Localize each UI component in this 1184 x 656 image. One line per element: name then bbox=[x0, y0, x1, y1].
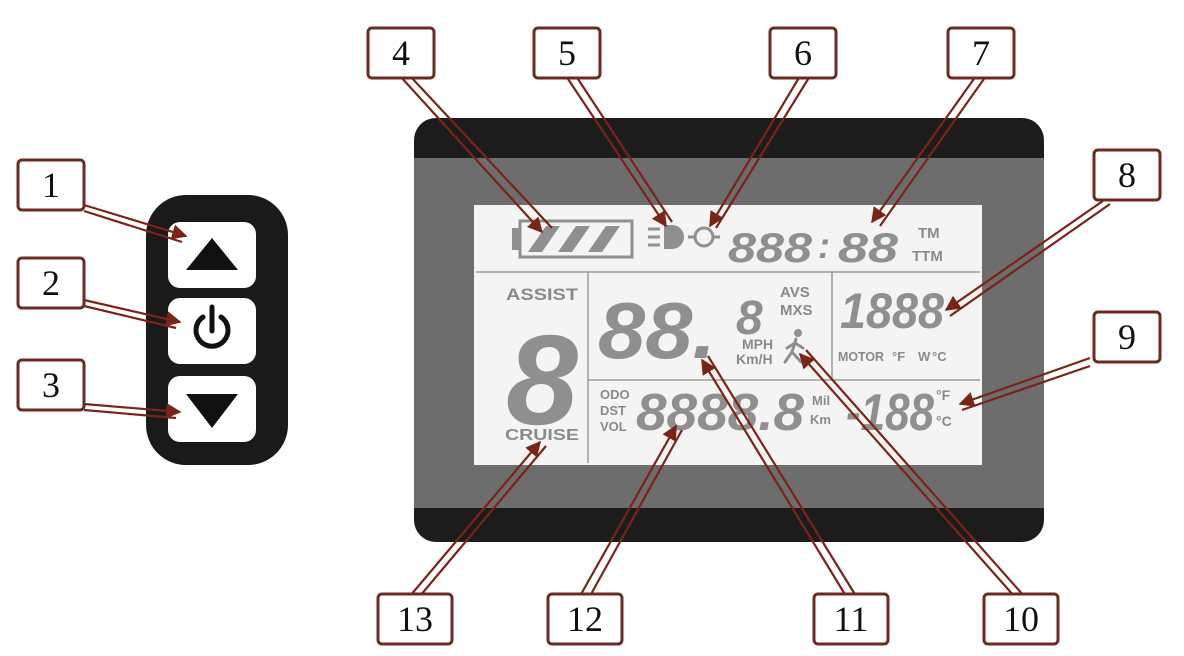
callout-labels: 1 2 3 4 5 6 7 8 bbox=[16, 26, 1162, 646]
callout-6: 6 bbox=[768, 26, 838, 80]
power-icon bbox=[193, 304, 231, 349]
fault-warning-icon bbox=[688, 226, 720, 248]
callout-11: 11 bbox=[812, 592, 890, 646]
callout-2: 2 bbox=[16, 256, 86, 310]
lcd-dividers bbox=[476, 271, 980, 463]
svg-text:11: 11 bbox=[834, 599, 869, 639]
button-controller bbox=[146, 195, 288, 465]
power-button[interactable] bbox=[168, 298, 256, 364]
svg-text:1: 1 bbox=[42, 165, 60, 205]
svg-text:12: 12 bbox=[567, 599, 603, 639]
callout-1: 1 bbox=[16, 158, 86, 212]
up-button[interactable] bbox=[168, 222, 256, 288]
power-watt-unit: W bbox=[918, 349, 931, 364]
callout-10: 10 bbox=[982, 592, 1060, 646]
speed-decimal-digit: 8 bbox=[736, 292, 763, 345]
km-label: Km bbox=[810, 412, 831, 427]
avs-label: AVS bbox=[780, 284, 810, 301]
lcd-display-unit: 888 : 88 TM TTM ASSIST 8 CRUISE 88. 8 AV… bbox=[414, 118, 1044, 542]
power-digits: 1888 bbox=[840, 283, 944, 339]
time-minutes-digits: 88 bbox=[838, 224, 899, 271]
speed-digits: 88. bbox=[598, 286, 716, 375]
walk-assist-icon bbox=[783, 329, 805, 364]
svg-text:10: 10 bbox=[1003, 599, 1039, 639]
assist-label: ASSIST bbox=[506, 285, 579, 304]
callout-4: 4 bbox=[366, 26, 436, 80]
triangle-down-icon bbox=[186, 394, 238, 428]
triangle-up-icon bbox=[186, 238, 238, 270]
kmh-label: Km/H bbox=[736, 351, 773, 367]
vol-label: VOL bbox=[600, 419, 627, 434]
headlight-icon bbox=[648, 225, 684, 249]
svg-text:5: 5 bbox=[558, 33, 576, 73]
svg-text:13: 13 bbox=[397, 599, 433, 639]
odo-label: ODO bbox=[600, 387, 630, 402]
lcd-screen bbox=[474, 205, 982, 465]
ttm-label: TTM bbox=[912, 248, 943, 265]
svg-text:6: 6 bbox=[794, 33, 812, 73]
time-hours-digits: 888 bbox=[728, 224, 813, 271]
callout-3: 3 bbox=[16, 358, 86, 412]
svg-text:2: 2 bbox=[42, 263, 60, 303]
callout-13: 13 bbox=[376, 592, 454, 646]
mph-label: MPH bbox=[742, 336, 773, 352]
battery-icon bbox=[512, 219, 634, 259]
temp-celsius-unit: °C bbox=[936, 413, 952, 429]
tm-label: TM bbox=[918, 225, 940, 242]
leader-lines bbox=[83, 75, 1111, 597]
power-fahrenheit-unit: °F bbox=[892, 349, 905, 364]
down-button[interactable] bbox=[168, 376, 256, 442]
callout-8: 8 bbox=[1092, 148, 1162, 202]
motor-label: MOTOR bbox=[838, 349, 885, 364]
mil-label: Mil bbox=[812, 393, 830, 408]
mxs-label: MXS bbox=[780, 302, 813, 319]
distance-digits: 8888.8 bbox=[636, 384, 804, 442]
svg-text:7: 7 bbox=[972, 33, 990, 73]
svg-text:3: 3 bbox=[42, 365, 60, 405]
time-colon: : bbox=[818, 225, 830, 266]
svg-text:9: 9 bbox=[1118, 317, 1136, 357]
temperature-digits: -188 bbox=[846, 384, 934, 442]
callout-5: 5 bbox=[532, 26, 602, 80]
callout-12: 12 bbox=[546, 592, 624, 646]
dst-label: DST bbox=[600, 403, 626, 418]
assist-level-digit: 8 bbox=[506, 309, 578, 452]
cruise-label: CRUISE bbox=[505, 427, 579, 444]
power-celsius-unit: °C bbox=[932, 349, 947, 364]
svg-text:8: 8 bbox=[1118, 155, 1136, 195]
temp-fahrenheit-unit: °F bbox=[936, 387, 951, 403]
callout-7: 7 bbox=[946, 26, 1016, 80]
callout-9: 9 bbox=[1092, 310, 1162, 364]
svg-text:4: 4 bbox=[392, 33, 410, 73]
